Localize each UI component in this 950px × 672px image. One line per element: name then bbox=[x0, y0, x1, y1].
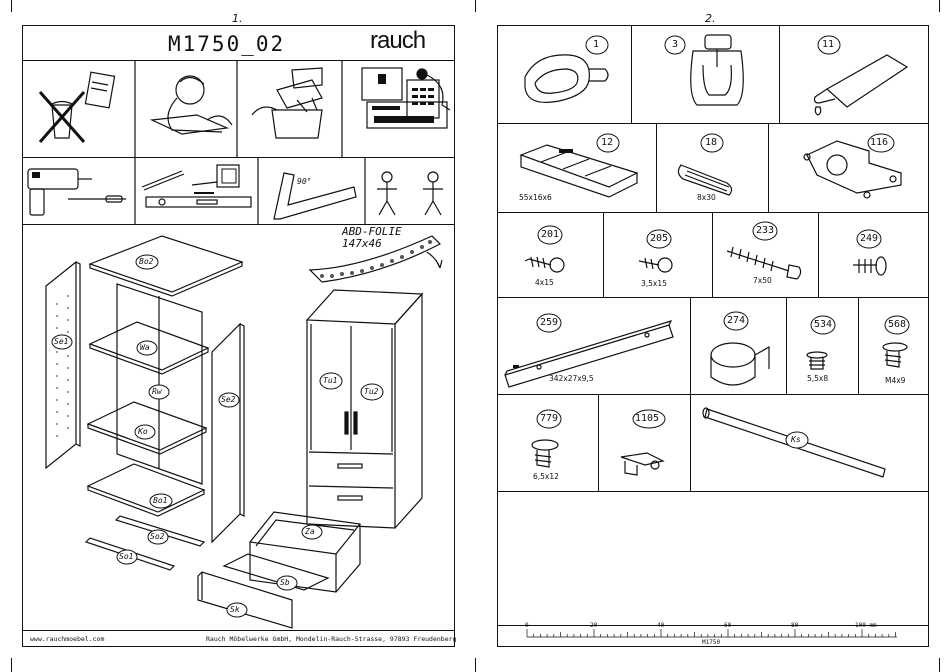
part-code: Tu1 bbox=[323, 376, 338, 385]
hardware-number: 201 bbox=[541, 229, 560, 240]
clothes-rail-icon bbox=[702, 407, 886, 478]
hardware-number: 1105 bbox=[635, 413, 660, 424]
hardware-size: 55x16x6 bbox=[519, 193, 552, 202]
part-code: Se2 bbox=[221, 395, 236, 404]
hardware-number: 274 bbox=[727, 315, 746, 326]
part-code: Sk bbox=[230, 605, 240, 614]
foil-label: ABD-FOLIE 147x46 bbox=[342, 225, 402, 250]
part-code: Se1 bbox=[54, 337, 69, 346]
panel-so2 bbox=[114, 515, 206, 547]
hardware-number: 116 bbox=[870, 137, 889, 148]
part-code: Wa bbox=[140, 343, 150, 352]
ruler-tick: 20 bbox=[590, 622, 598, 629]
part-code: Bo1 bbox=[153, 496, 168, 505]
panel-se2 bbox=[211, 322, 241, 544]
screw-201-icon bbox=[524, 256, 565, 273]
two-persons-icon bbox=[377, 171, 443, 216]
exploded-assembly-view: ABD-FOLIE 147x46 Bo2 Se1 Wa Rw Ko Se2 Bo… bbox=[22, 224, 455, 630]
rail-holder-icon bbox=[690, 34, 744, 106]
assembled-wardrobe bbox=[305, 289, 424, 325]
hardware-size: M4x9 bbox=[885, 376, 906, 385]
part-code: So1 bbox=[119, 552, 134, 561]
company-address: Rauch Möbelwerke GmbH, Mondelin-Rauch-St… bbox=[206, 635, 457, 643]
rail-code: Ks bbox=[791, 435, 801, 444]
hardware-number: 18 bbox=[705, 137, 718, 148]
drawer-front-sk bbox=[197, 571, 293, 629]
wedge-shims-icon bbox=[519, 144, 639, 198]
cam-lock-icon bbox=[524, 54, 609, 103]
wooden-dowel-icon bbox=[677, 164, 733, 196]
panel-bo2 bbox=[88, 235, 244, 293]
part-code: So2 bbox=[150, 532, 165, 541]
hardware-drawings: 1 3 11 12 18 116 201 205 233 249 259 274… bbox=[497, 25, 929, 647]
drawer-bottom-sb bbox=[222, 553, 330, 591]
hardware-number: 12 bbox=[601, 137, 614, 148]
hardware-size: 3,5x15 bbox=[641, 279, 667, 288]
screw-568-icon bbox=[882, 342, 908, 368]
hardware-number: 3 bbox=[672, 39, 679, 50]
panel-rw bbox=[116, 283, 203, 485]
screw-233-icon bbox=[726, 246, 802, 280]
part-code: Ko bbox=[138, 427, 148, 436]
part-code: Bo2 bbox=[139, 257, 154, 266]
right-page-frame bbox=[497, 25, 929, 647]
square-tool-icon bbox=[273, 172, 357, 220]
part-code: Tu2 bbox=[364, 387, 379, 396]
drill-icon bbox=[27, 168, 126, 216]
instruction-row-2: 90° bbox=[22, 157, 455, 224]
abd-foil bbox=[308, 235, 442, 283]
part-code: Sb bbox=[280, 578, 290, 587]
model-title: M1750_02 bbox=[168, 32, 286, 56]
screw-205-icon bbox=[638, 257, 673, 273]
drawer-za bbox=[249, 511, 361, 593]
hardware-number: 205 bbox=[650, 233, 669, 244]
right-page-number: 2. bbox=[705, 12, 716, 25]
read-instructions-icon bbox=[149, 75, 233, 135]
part-code: Za bbox=[305, 527, 315, 536]
hardware-size: 5,5x8 bbox=[807, 374, 829, 383]
hardware-number: 233 bbox=[756, 225, 775, 236]
ruler-tick: 80 bbox=[791, 622, 799, 629]
shelf-support-icon bbox=[620, 452, 665, 476]
instruction-row-1 bbox=[22, 60, 455, 157]
part-code: Rw bbox=[152, 387, 162, 396]
concealed-hinge-icon bbox=[803, 140, 902, 199]
hardware-number: 11 bbox=[822, 39, 835, 50]
hardware-number: 568 bbox=[888, 319, 907, 330]
brand-logo: rauch bbox=[370, 27, 426, 54]
hardware-size: 6,5x12 bbox=[533, 472, 559, 481]
hardware-number: 1 bbox=[593, 39, 600, 50]
glue-tube-icon bbox=[813, 54, 909, 116]
website-link[interactable]: www.rauchmoebel.com bbox=[30, 635, 105, 643]
hardware-size: 7x50 bbox=[753, 276, 772, 285]
hardware-size: 342x27x9,5 bbox=[549, 374, 594, 383]
ruler-tick: 0 bbox=[525, 622, 529, 629]
ruler-caption: M1750 bbox=[702, 639, 721, 646]
hardware-size: 8x30 bbox=[697, 193, 716, 202]
hardware-number: 779 bbox=[540, 413, 559, 424]
measuring-tools-icon bbox=[141, 164, 252, 208]
connector-249-icon bbox=[853, 256, 887, 276]
drawer-runner-icon bbox=[504, 320, 674, 388]
left-page-number: 1. bbox=[232, 12, 243, 25]
hardware-number: 259 bbox=[540, 317, 559, 328]
unpack-parts-icon bbox=[251, 67, 323, 139]
screw-534-icon bbox=[806, 351, 828, 370]
screw-779-icon bbox=[531, 439, 559, 468]
panel-se1 bbox=[45, 260, 77, 470]
no-trash-icon bbox=[38, 71, 116, 143]
cam-housing-icon bbox=[710, 342, 770, 386]
ruler-tick: 100 mm bbox=[855, 622, 877, 629]
angle-label: 90° bbox=[297, 177, 312, 186]
left-page-frame bbox=[22, 25, 455, 647]
hardware-number: 534 bbox=[814, 319, 833, 330]
hardware-size: 4x15 bbox=[535, 278, 554, 287]
hardware-number: 249 bbox=[860, 233, 879, 244]
ruler-tick: 40 bbox=[657, 622, 665, 629]
measuring-ruler: 0 20 40 60 80 100 mm M1750 bbox=[497, 622, 929, 647]
panel-bo1 bbox=[86, 463, 206, 513]
ruler-tick: 60 bbox=[724, 622, 732, 629]
panel-so1 bbox=[84, 537, 176, 571]
